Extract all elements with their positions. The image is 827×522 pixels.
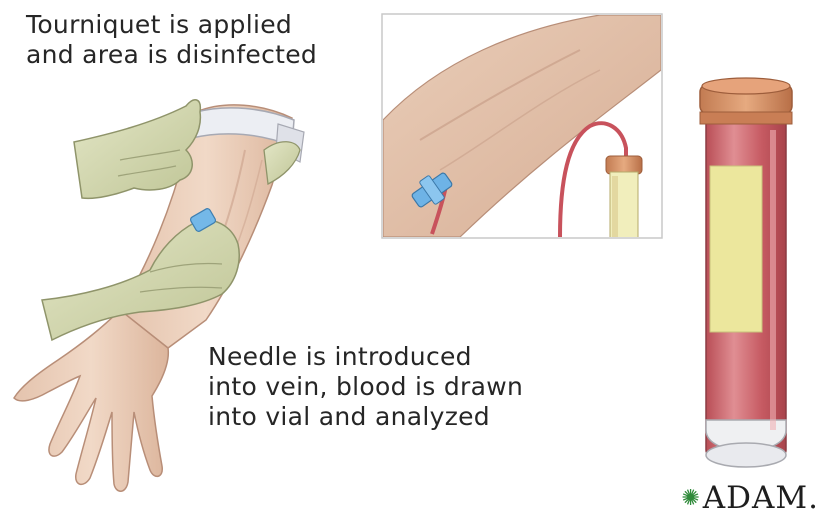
inset-closeup xyxy=(382,14,662,238)
logo-text: ADAM. xyxy=(703,480,819,516)
caption-tourniquet: Tourniquet is applied and area is disinf… xyxy=(26,10,317,70)
caption-line: into vial and analyzed xyxy=(208,402,523,432)
star-burst-icon: ✺ xyxy=(681,486,700,511)
caption-line: Tourniquet is applied xyxy=(26,10,317,40)
caption-line: Needle is introduced xyxy=(208,342,523,372)
hand xyxy=(14,310,168,491)
arm-illustration xyxy=(14,100,304,492)
tube-label xyxy=(710,166,762,332)
caption-line: and area is disinfected xyxy=(26,40,317,70)
adam-logo: ✺ ADAM. xyxy=(681,480,819,516)
caption-needle: Needle is introduced into vein, blood is… xyxy=(208,342,523,432)
inset-vial-cap xyxy=(606,156,642,174)
caption-line: into vein, blood is drawn xyxy=(208,372,523,402)
test-tube xyxy=(700,78,792,467)
